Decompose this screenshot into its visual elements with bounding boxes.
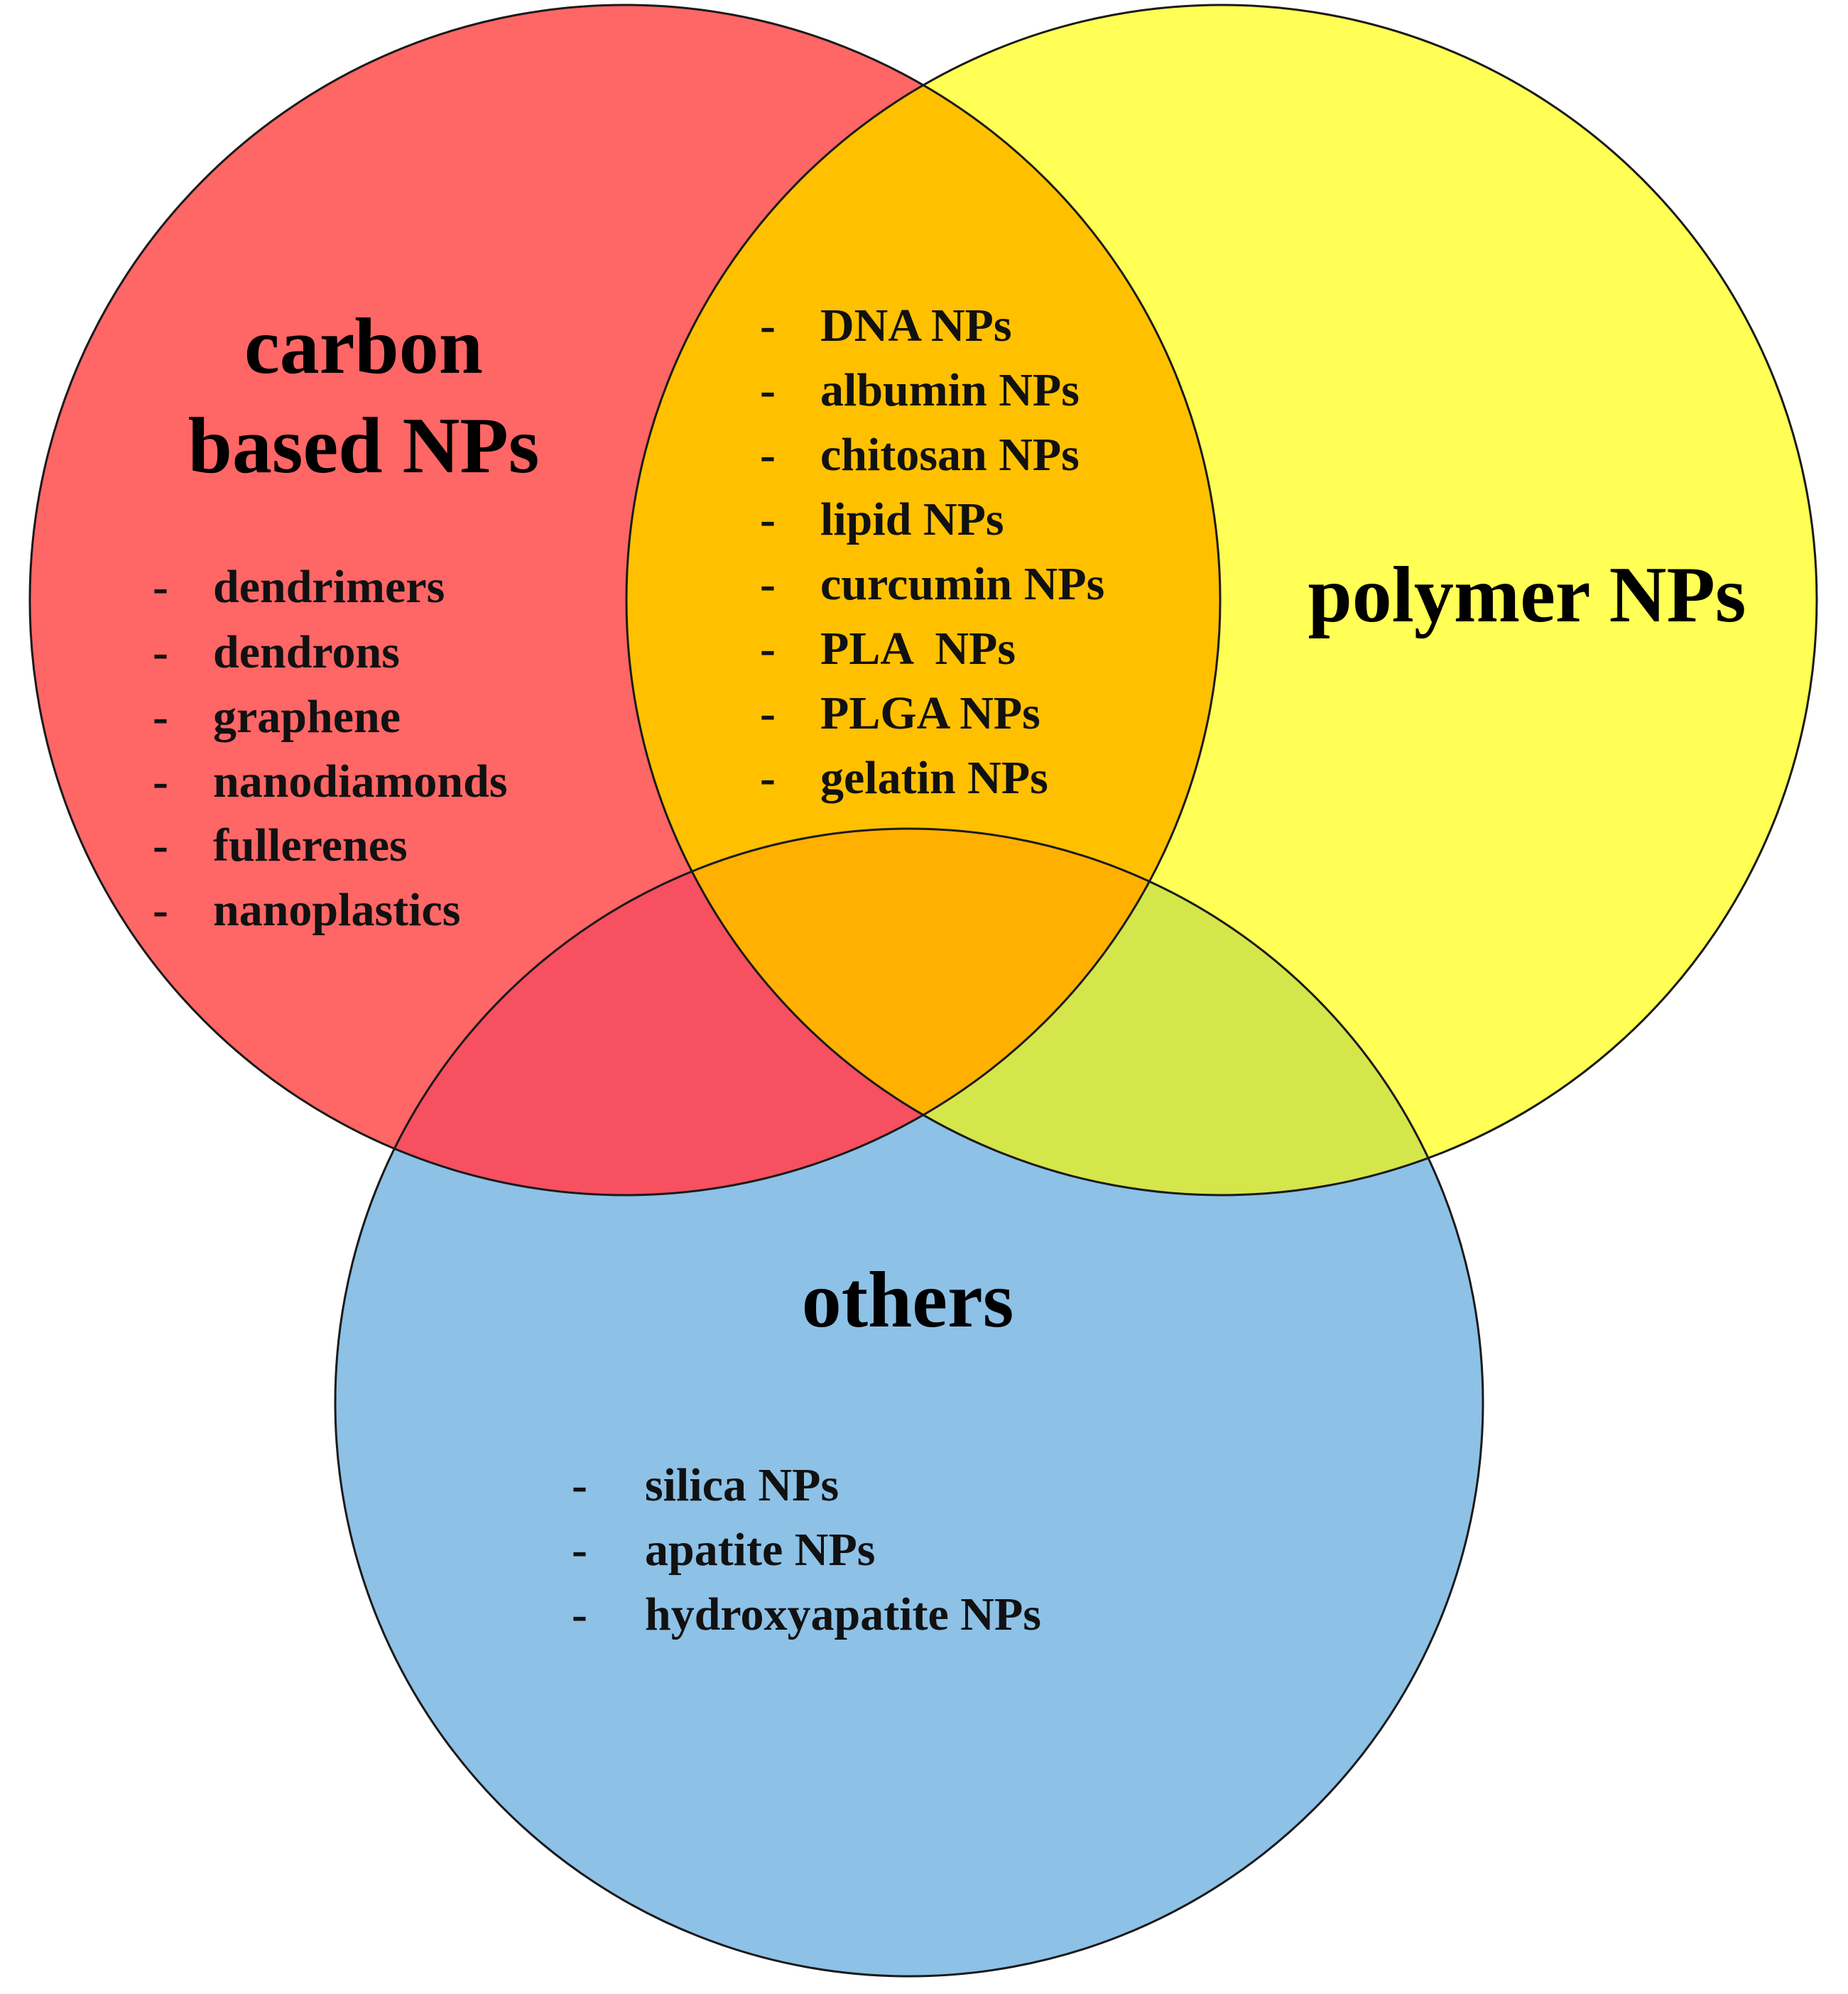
bullet: - bbox=[153, 819, 168, 871]
list-item: apatite NPs bbox=[645, 1524, 875, 1576]
list-item: nanodiamonds bbox=[213, 756, 508, 807]
list-item: lipid NPs bbox=[820, 494, 1004, 545]
list-item: hydroxyapatite NPs bbox=[645, 1589, 1041, 1640]
carbon-item-list: - dendrimers - dendrons - graphene - nan… bbox=[153, 561, 508, 936]
list-item: nanoplastics bbox=[213, 884, 460, 936]
carbon-title-line-1: carbon bbox=[244, 303, 483, 391]
list-item: graphene bbox=[213, 691, 401, 743]
others-item-list: - silica NPs - apatite NPs - hydroxyapat… bbox=[572, 1459, 1041, 1640]
carbon-circle-outline bbox=[28, 4, 1222, 1197]
list-item: gelatin NPs bbox=[820, 752, 1048, 804]
bullet: - bbox=[760, 364, 776, 416]
list-item: albumin NPs bbox=[820, 364, 1080, 416]
list-item: PLGA NPs bbox=[820, 687, 1040, 739]
bullet: - bbox=[572, 1459, 587, 1511]
polymer-title: polymer NPs bbox=[1308, 551, 1746, 639]
bullet: - bbox=[572, 1524, 587, 1576]
polymer-others-overlap bbox=[626, 829, 1483, 1195]
list-item: chitosan NPs bbox=[820, 429, 1080, 481]
bullet: - bbox=[760, 558, 776, 610]
list-item: curcumin NPs bbox=[820, 558, 1104, 610]
list-item: DNA NPs bbox=[820, 300, 1012, 352]
bullet: - bbox=[760, 687, 776, 739]
list-item: PLA NPs bbox=[820, 623, 1016, 675]
list-item: dendrons bbox=[213, 626, 400, 678]
carbon-title-line-2: based NPs bbox=[188, 402, 540, 490]
bullet: - bbox=[572, 1589, 587, 1640]
bullet: - bbox=[760, 429, 776, 481]
bullet: - bbox=[153, 884, 168, 936]
carbon-polymer-item-list: - DNA NPs - albumin NPs - chitosan NPs -… bbox=[760, 300, 1104, 804]
bullet: - bbox=[760, 623, 776, 675]
list-item: dendrimers bbox=[213, 561, 445, 613]
bullet: - bbox=[153, 691, 168, 743]
bullet: - bbox=[153, 756, 168, 807]
bullet: - bbox=[153, 626, 168, 678]
bullet: - bbox=[153, 561, 168, 613]
list-item: fullerenes bbox=[213, 819, 408, 871]
bullet: - bbox=[760, 752, 776, 804]
list-item: silica NPs bbox=[645, 1459, 839, 1511]
bullet: - bbox=[760, 300, 776, 352]
others-title: others bbox=[802, 1256, 1014, 1344]
bullet: - bbox=[760, 494, 776, 545]
polymer-circle-outline bbox=[625, 4, 1818, 1197]
others-circle-outline bbox=[334, 827, 1484, 1978]
